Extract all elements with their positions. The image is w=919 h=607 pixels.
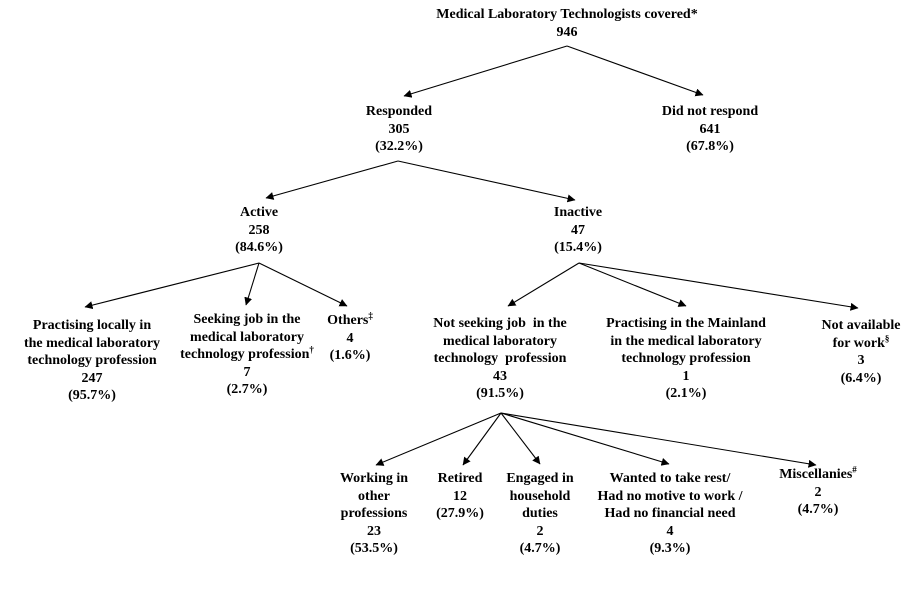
- node-percent: (53.5%): [350, 541, 398, 556]
- node-label-line: Others‡: [327, 310, 373, 328]
- node-value: 946: [556, 24, 578, 40]
- node-percent: (32.2%): [375, 139, 423, 154]
- arrow-responded-inactive: [397, 160, 576, 203]
- node-responded: Responded 305 (32.2%): [319, 103, 479, 156]
- node-inactive: Inactive 47 (15.4%): [518, 204, 638, 257]
- node-label-line: Practising in the Mainland: [606, 316, 766, 331]
- node-others: Others‡ 4 (1.6%): [305, 310, 395, 365]
- node-percent: (67.8%): [686, 139, 734, 154]
- node-value: 2: [814, 484, 822, 500]
- node-household: Engaged in household duties 2 (4.7%): [485, 470, 595, 558]
- node-miscellanies: Miscellanies# 2 (4.7%): [753, 464, 883, 519]
- node-percent: (4.7%): [797, 502, 839, 517]
- node-label-line: technology profession: [433, 351, 567, 366]
- arrow-root-didnotrespond: [566, 45, 704, 97]
- node-retired: Retired 12 (27.9%): [415, 470, 505, 523]
- node-label-line: Inactive: [553, 205, 603, 220]
- node-label-line: Retired: [437, 471, 483, 486]
- node-percent: (27.9%): [436, 506, 484, 521]
- arrow-inactive-mainland: [578, 262, 687, 307]
- arrow-root-responded: [403, 45, 568, 98]
- node-percent: (6.4%): [840, 370, 882, 386]
- node-label-line: professions: [340, 506, 408, 521]
- node-label-line: technology profession†: [180, 344, 314, 362]
- node-practising-locally: Practising locally in the medical labora…: [0, 317, 184, 405]
- node-label-line: Not available: [821, 318, 901, 333]
- arrow-responded-active: [265, 160, 399, 200]
- node-value: 4: [346, 330, 354, 346]
- hash-mark: #: [852, 464, 857, 475]
- node-label-line: Miscellanies#: [779, 464, 857, 482]
- node-label-line: medical laboratory: [190, 329, 304, 345]
- node-value: 258: [248, 222, 270, 238]
- node-value: 12: [453, 488, 467, 504]
- arrow-active-seeking-job: [244, 262, 260, 306]
- node-label-line: for work§: [832, 332, 890, 351]
- arrow-inactive-not-available: [578, 262, 859, 311]
- node-percent: (2.7%): [226, 382, 268, 397]
- node-seeking-job: Seeking job in the medical laboratory te…: [162, 311, 332, 399]
- node-value: 1: [682, 368, 690, 384]
- node-label-line: Did not respond: [661, 104, 759, 119]
- node-label-line: medical laboratory: [443, 333, 557, 349]
- node-did-not-respond: Did not respond 641 (67.8%): [620, 103, 800, 156]
- node-percent: (4.7%): [519, 541, 561, 556]
- node-value: 43: [493, 368, 507, 384]
- node-label-line: the medical laboratory: [23, 335, 161, 351]
- arrow-notseeking-household: [500, 412, 541, 465]
- node-label-line: Had no financial need: [604, 506, 736, 521]
- arrow-active-practising-locally: [84, 262, 260, 310]
- node-label-line: Active: [239, 205, 279, 220]
- node-percent: (9.3%): [649, 541, 691, 556]
- node-label-line: technology profession: [621, 351, 751, 366]
- node-value: 305: [388, 121, 410, 137]
- node-label-line: Not seeking job in the: [433, 316, 567, 331]
- double-dagger-mark: ‡: [368, 310, 373, 321]
- node-label-line: Seeking job in the: [193, 312, 301, 327]
- node-value: 3: [857, 353, 865, 368]
- node-value: 247: [81, 370, 103, 386]
- node-label-line: Practising locally in: [32, 318, 152, 333]
- node-label-line: other: [358, 488, 390, 504]
- node-percent: (91.5%): [476, 386, 524, 401]
- node-value: 2: [536, 523, 544, 539]
- node-percent: (95.7%): [68, 388, 116, 403]
- node-label-line: Working in: [339, 471, 409, 486]
- node-working-other: Working in other professions 23 (53.5%): [319, 470, 429, 558]
- arrow-notseeking-working-other: [375, 412, 502, 466]
- node-label-line: duties: [522, 506, 558, 521]
- node-label-line: Engaged in: [506, 471, 574, 486]
- node-not-available: Not available for work§ 3 (6.4%): [799, 317, 919, 387]
- node-label-line: household: [509, 488, 571, 504]
- arrow-active-others: [258, 262, 348, 307]
- node-percent: (15.4%): [554, 240, 602, 255]
- node-value: 7: [243, 364, 251, 380]
- section-mark: §: [884, 332, 890, 343]
- node-active: Active 258 (84.6%): [199, 204, 319, 257]
- node-value: 641: [699, 121, 721, 137]
- node-wanted-rest: Wanted to take rest/ Had no motive to wo…: [565, 470, 775, 558]
- arrow-inactive-not-seeking: [507, 262, 580, 307]
- node-percent: (1.6%): [329, 348, 371, 363]
- dagger-mark: †: [309, 344, 314, 355]
- node-label-line: technology profession: [27, 353, 157, 368]
- node-percent: (2.1%): [665, 386, 707, 401]
- arrow-notseeking-retired: [462, 412, 502, 466]
- node-label-line: in the medical laboratory: [610, 333, 762, 349]
- node-label-line: Wanted to take rest/: [609, 471, 731, 486]
- arrow-notseeking-miscellanies: [500, 412, 817, 468]
- node-label-line: Had no motive to work /: [597, 488, 743, 504]
- node-practising-mainland: Practising in the Mainland in the medica…: [586, 315, 786, 403]
- node-label-line: Responded: [365, 104, 433, 119]
- node-value: 4: [666, 523, 674, 539]
- node-root: Medical Laboratory Technologists covered…: [357, 6, 777, 41]
- node-label-line: Medical Laboratory Technologists covered…: [436, 7, 698, 22]
- node-percent: (84.6%): [235, 240, 283, 255]
- arrow-notseeking-wanted-rest: [500, 412, 670, 466]
- node-value: 47: [571, 222, 585, 238]
- node-value: 23: [367, 523, 381, 539]
- node-not-seeking-job: Not seeking job in the medical laborator…: [410, 315, 590, 403]
